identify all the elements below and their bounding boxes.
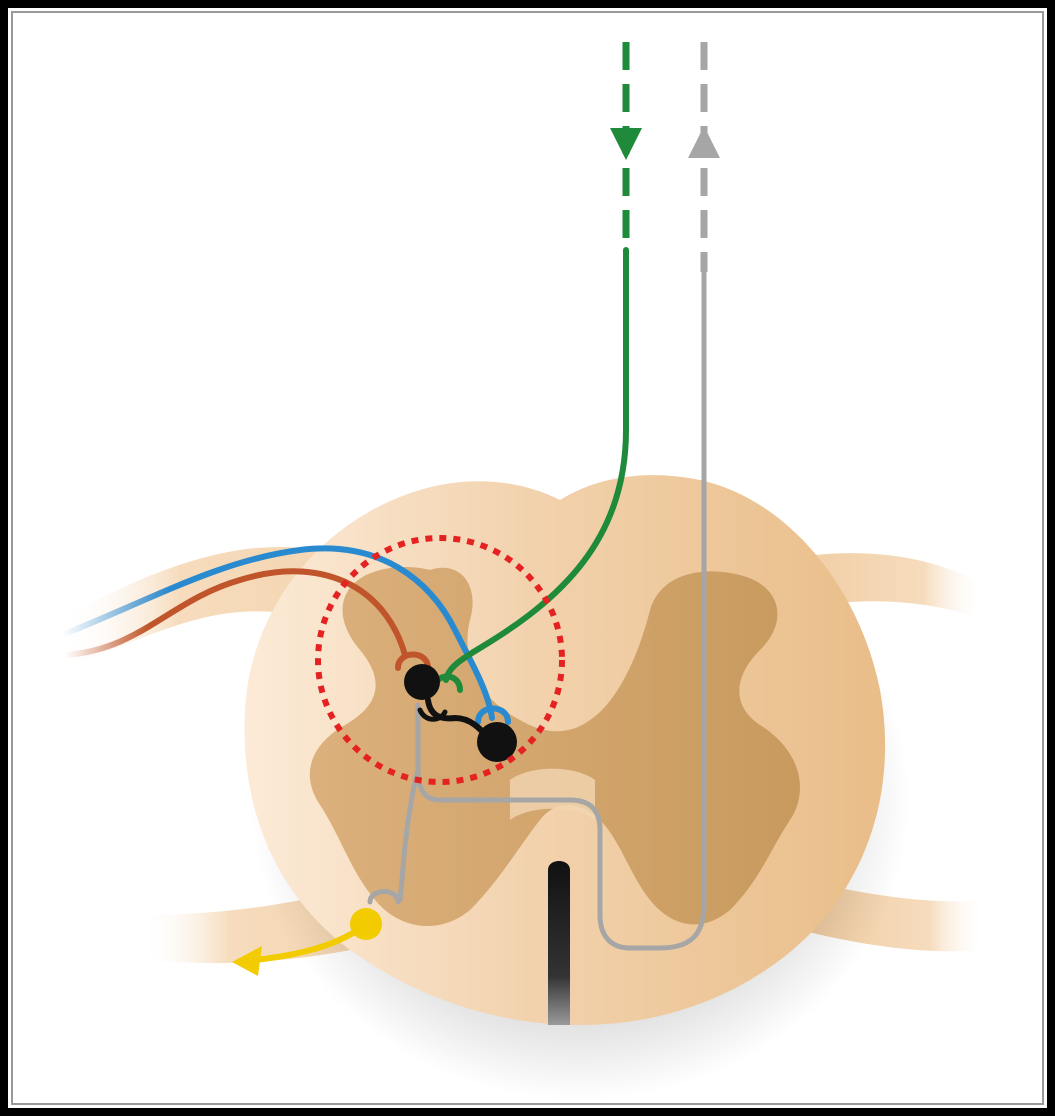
motor-neuron bbox=[350, 908, 382, 940]
central-fissure bbox=[548, 861, 570, 1025]
interneuron-1 bbox=[404, 664, 440, 700]
